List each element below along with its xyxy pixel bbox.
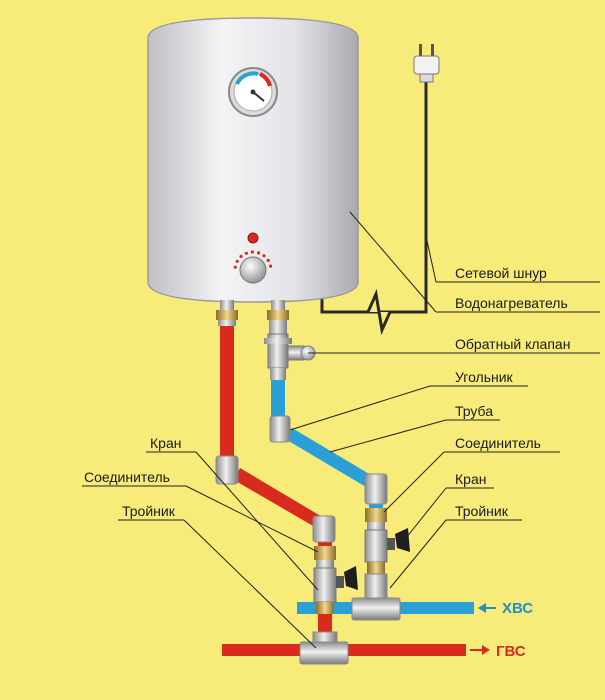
- tee-right: [351, 573, 401, 621]
- indicator-lamp-icon: [247, 232, 259, 244]
- tap-left: [313, 566, 358, 614]
- label-tap-right: Кран: [455, 471, 486, 487]
- hot-pipe: [220, 326, 466, 656]
- elbow-right-bottom: [364, 473, 388, 505]
- plug-icon: [413, 44, 440, 83]
- control-knob-icon: [233, 250, 273, 284]
- knob-scale-dot: [235, 259, 239, 263]
- label-check-valve: Обратный клапан: [455, 336, 570, 352]
- connector-left: [314, 546, 336, 568]
- knob-scale-dot: [266, 258, 270, 262]
- cold-inlet-nipple: [267, 300, 289, 334]
- knob-scale-dot: [257, 251, 261, 255]
- label-water-heater: Водонагреватель: [455, 295, 568, 311]
- label-connector-right: Соединитель: [455, 435, 541, 451]
- label-connector-left: Соединитель: [84, 469, 170, 485]
- knob-scale-dot: [233, 265, 237, 269]
- connector-right: [365, 508, 387, 530]
- arrow-right-icon: [470, 645, 490, 655]
- label-tee-left: Тройник: [122, 503, 176, 519]
- elbow-left-bottom: [312, 515, 336, 543]
- label-cold-water: ХВС: [502, 600, 533, 617]
- arrow-left-icon: [478, 603, 496, 613]
- knob-scale-dot: [244, 251, 248, 255]
- hot-outlet-nipple: [216, 300, 238, 326]
- water-heater-tank: [147, 17, 359, 303]
- label-tap-left: Кран: [150, 435, 181, 451]
- label-power-cord: Сетевой шнур: [455, 265, 547, 281]
- leader-lines: [82, 211, 600, 649]
- knob-scale-dot: [262, 254, 266, 258]
- elbow-right-top: [269, 415, 291, 443]
- knob-scale-dot: [269, 264, 273, 268]
- check-valve: [264, 333, 316, 380]
- knob-scale-dot: [250, 250, 254, 254]
- elbow-left-top: [215, 455, 239, 485]
- tap-right: [364, 528, 410, 574]
- label-hot-water: ГВС: [496, 643, 526, 660]
- tee-left: [299, 631, 349, 665]
- label-pipe: Труба: [455, 403, 493, 419]
- label-tee-right: Тройник: [455, 503, 509, 519]
- knob-scale-dot: [239, 254, 243, 259]
- label-elbow: Угольник: [455, 369, 514, 385]
- thermometer-gauge-icon: [228, 67, 278, 117]
- power-cord: [320, 80, 428, 336]
